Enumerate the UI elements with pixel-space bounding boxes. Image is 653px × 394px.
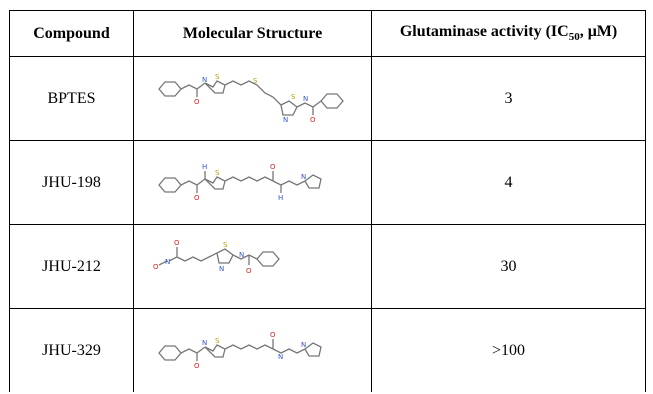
structure-cell: H O S O H N (133, 140, 372, 225)
table-row: JHU-198 H O S O H N 4 (9, 140, 646, 225)
atom-s-label: S (291, 93, 296, 101)
table-row: JHU-329 N O S O N N >100 (9, 308, 646, 392)
atom-n-label: N (301, 173, 306, 181)
activity-value: 4 (371, 140, 646, 225)
activity-value: 30 (371, 224, 646, 309)
atom-o-label: O (310, 116, 316, 124)
atom-s-label: S (253, 77, 258, 85)
header-activity: Glutaminase activity (IC50, μM) (371, 10, 646, 57)
header-activity-suffix: , μM) (579, 23, 618, 41)
atom-n-label: N (303, 95, 308, 103)
atom-n-label: N (219, 265, 224, 273)
atom-o-label: O (194, 194, 200, 202)
activity-value: >100 (371, 308, 646, 392)
molecule-jhu212-image: O N O S N N O (153, 239, 280, 275)
structure-cell: O N O S N N O (133, 224, 372, 309)
atom-o-label: O (270, 331, 276, 339)
molecule-bptes-image: N S O S S N N O (157, 73, 344, 124)
table-row: BPTES N S O S S N N O (9, 56, 646, 141)
atom-n-label: N (278, 353, 283, 361)
header-activity-sub: 50 (568, 31, 580, 44)
header-structure: Molecular Structure (133, 10, 372, 57)
structure-cell: N O S O N N (133, 308, 372, 392)
molecule-jhu329-image: N O S O N N (157, 331, 322, 370)
atom-o-label: O (174, 239, 180, 247)
atom-s-label: S (215, 73, 220, 81)
atom-h-label: H (278, 194, 283, 202)
table-row: JHU-212 O N O S N N O 30 (9, 224, 646, 309)
header-row: Compound Molecular Structure Glutaminase… (9, 10, 646, 57)
molecule-jhu198-image: H O S O H N (157, 163, 322, 202)
atom-s-label: S (215, 169, 220, 177)
compound-name: JHU-198 (9, 140, 134, 225)
atom-o-label: O (246, 267, 252, 275)
atom-n-label: N (283, 116, 288, 124)
header-compound: Compound (9, 10, 134, 57)
atom-s-label: S (223, 241, 228, 249)
atom-n-label: N (165, 258, 170, 266)
atom-o-label: O (270, 163, 276, 171)
structure-cell: N S O S S N N O (133, 56, 372, 141)
atom-h-label: H (202, 163, 207, 171)
compound-name: JHU-212 (9, 224, 134, 309)
compound-name: BPTES (9, 56, 134, 141)
atom-n-label: N (239, 251, 244, 259)
activity-value: 3 (371, 56, 646, 141)
atom-n-label: N (301, 341, 306, 349)
atom-o-label: O (194, 362, 200, 370)
atom-n-label: N (202, 339, 207, 347)
header-activity-prefix: Glutaminase activity (IC (399, 23, 569, 41)
atom-o-label: O (153, 263, 159, 271)
compound-table: Compound Molecular Structure Glutaminase… (9, 10, 646, 392)
atom-n-label: N (202, 76, 207, 84)
atom-o-label: O (194, 98, 200, 106)
compound-name: JHU-329 (9, 308, 134, 392)
atom-s-label: S (215, 337, 220, 345)
